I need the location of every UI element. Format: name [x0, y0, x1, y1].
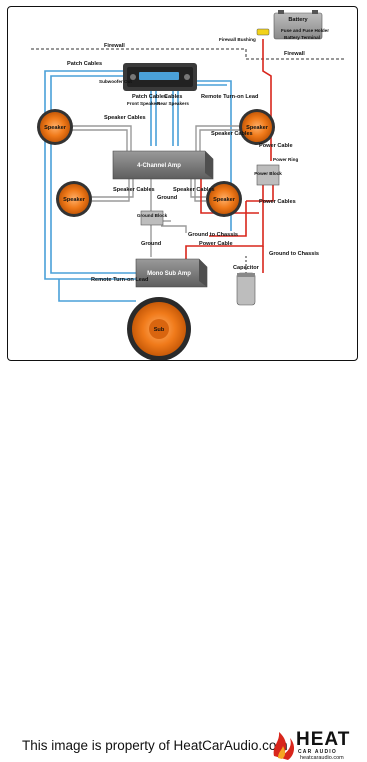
head-unit — [123, 63, 197, 91]
mono-sub-amp: Mono Sub Amp — [135, 258, 208, 288]
firewall-bushing-label: Firewall Bushing — [219, 37, 256, 42]
rear-speakers-label: Rear Speakers — [157, 101, 189, 106]
logo-url: heatcaraudio.com — [300, 755, 344, 761]
power-cable-right-label: Power Cable — [259, 143, 293, 149]
front-speakers-label: Front Speakers — [127, 101, 161, 106]
fuse-holder-label: Fuse and Fuse Holder — [281, 28, 329, 33]
capacitor: Capacitor — [233, 265, 260, 306]
subwoofer: Sub — [127, 297, 191, 360]
ground-block: Ground Block — [137, 210, 168, 226]
power-ring-label: Power Ring — [273, 157, 298, 162]
ground-to-chassis-1-label: Ground to Chassis — [188, 232, 238, 238]
speaker-cables-right-bottom-label: Speaker Cables — [173, 187, 215, 193]
sub-label: Sub — [154, 327, 165, 333]
footer: This image is property of HeatCarAudio.c… — [0, 364, 367, 761]
four-channel-amp: 4-Channel Amp — [112, 150, 214, 180]
power-block-label: Power Block — [254, 171, 282, 176]
firewall-line — [31, 48, 346, 60]
subwoofer-out-label: Subwoofer Out — [99, 79, 132, 84]
patch-cables-label-left: Patch Cables — [67, 61, 102, 67]
battery-label: Battery — [288, 17, 308, 23]
ground-to-chassis-2-label: Ground to Chassis — [269, 251, 319, 257]
speaker-front-right: Speaker — [239, 109, 275, 145]
logo-word: HEAT — [296, 729, 351, 750]
signal-wires — [44, 70, 232, 302]
battery: Battery — [273, 10, 323, 40]
speaker-2-label: Speaker — [246, 125, 269, 131]
speaker-front-left: Speaker — [37, 109, 73, 145]
copyright-text: This image is property of HeatCarAudio.c… — [22, 738, 288, 753]
power-cable-lower-label: Power Cable — [199, 241, 233, 247]
diagram-frame: Battery Fuse and Fuse Holder Battery Ter… — [7, 6, 358, 361]
power-block: Power Block — [254, 164, 282, 186]
ground-label: Ground — [157, 195, 178, 201]
speaker-cables-left-top-label: Speaker Cables — [104, 115, 146, 121]
speaker-cables-left-bottom-label: Speaker Cables — [113, 187, 155, 193]
capacitor-label: Capacitor — [233, 265, 260, 271]
speaker-rear-left: Speaker — [56, 181, 92, 217]
firewall-label-top: Firewall — [104, 43, 125, 49]
patch-cables-front-label: Patch Cables — [132, 94, 167, 100]
fuse-holder: Fuse and Fuse Holder Battery Terminal — [256, 28, 329, 40]
speaker-cables-right-top-label: Speaker Cables — [211, 131, 253, 137]
speaker-4-label: Speaker — [213, 197, 236, 203]
four-channel-amp-label: 4-Channel Amp — [137, 163, 181, 169]
battery-terminal-label: Battery Terminal — [284, 35, 320, 40]
speaker-3-label: Speaker — [63, 197, 86, 203]
speaker-wires — [71, 125, 241, 257]
ground-lower-label: Ground — [141, 241, 162, 247]
remote-turn-on-bottom-label: Remote Turn-on Lead — [91, 277, 149, 283]
speaker-1-label: Speaker — [44, 125, 67, 131]
ground-block-label: Ground Block — [137, 213, 168, 218]
firewall-label-right: Firewall — [284, 51, 305, 57]
wiring-diagram: Battery Fuse and Fuse Holder Battery Ter… — [0, 6, 367, 761]
mono-sub-amp-label: Mono Sub Amp — [147, 271, 191, 277]
patch-cables-rear-label: Cables — [164, 94, 182, 100]
power-cables-label: Power Cables — [259, 199, 296, 205]
speaker-rear-right: Speaker — [206, 181, 242, 217]
remote-turn-on-top-label: Remote Turn-on Lead — [201, 94, 259, 100]
